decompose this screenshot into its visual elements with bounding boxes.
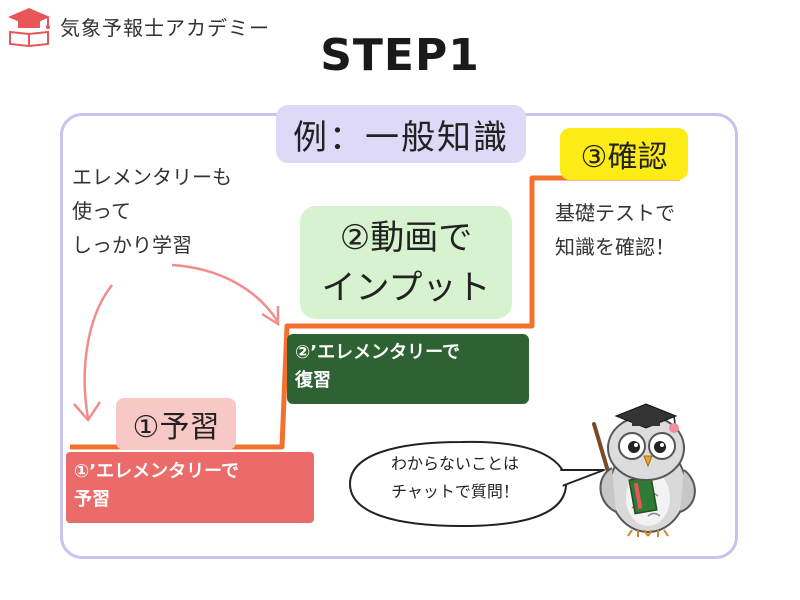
arrow-to-review xyxy=(171,263,280,323)
prep-step-label: ①予習 xyxy=(116,398,236,450)
side-note-line: しっかり学習 xyxy=(72,233,192,257)
video-step-label: ②動画で インプット xyxy=(300,206,512,319)
confirm-step-label: ③確認 xyxy=(560,128,688,180)
arrow-to-prep xyxy=(83,284,113,419)
side-note-line: 使って xyxy=(72,199,131,223)
speech-line: わからないことは xyxy=(390,454,519,473)
confirm-step-detail: 基礎テストで 知識を確認！ xyxy=(555,196,735,264)
side-note-line: エレメンタリーも xyxy=(72,165,232,189)
speech-line: チャットで質問！ xyxy=(391,482,519,501)
prep-detail-line: 予習 xyxy=(74,489,110,510)
graduation-cap-book-icon xyxy=(8,8,50,48)
side-note: エレメンタリーも 使って しっかり学習 xyxy=(72,160,282,262)
owl-left-wing xyxy=(599,467,617,513)
page-title: STEP1 xyxy=(320,30,480,81)
arrow-to-review-head xyxy=(261,306,280,327)
pointer-stick xyxy=(592,422,612,480)
review-step-line: ②’エレメンタリーで xyxy=(295,342,460,363)
owl-graduation-cap xyxy=(614,403,678,429)
prep-detail-line: ①’エレメンタリーで xyxy=(74,461,239,482)
owl-beak xyxy=(643,455,653,468)
brand-name: 気象予報士アカデミー xyxy=(60,16,270,40)
academy-logo xyxy=(4,6,54,48)
video-step-line: インプット xyxy=(321,267,491,308)
arrow-to-prep-head xyxy=(73,401,102,423)
prep-step-detail: ①’エレメンタリーで 予習 xyxy=(66,452,314,523)
owl-flower xyxy=(669,423,679,433)
confirm-detail-line: 基礎テストで xyxy=(555,201,675,225)
review-step-line: 復習 xyxy=(295,370,331,391)
example-label: 例：一般知識 xyxy=(276,105,526,163)
confirm-detail-line: 知識を確認！ xyxy=(555,235,675,259)
video-step-line: ②動画で xyxy=(339,217,473,258)
stair-line xyxy=(70,175,680,450)
speech-bubble-text: わからないことは チャットで質問！ xyxy=(350,450,560,506)
review-step-label: ②’エレメンタリーで 復習 xyxy=(287,334,529,404)
owl-right-wing xyxy=(679,469,696,513)
